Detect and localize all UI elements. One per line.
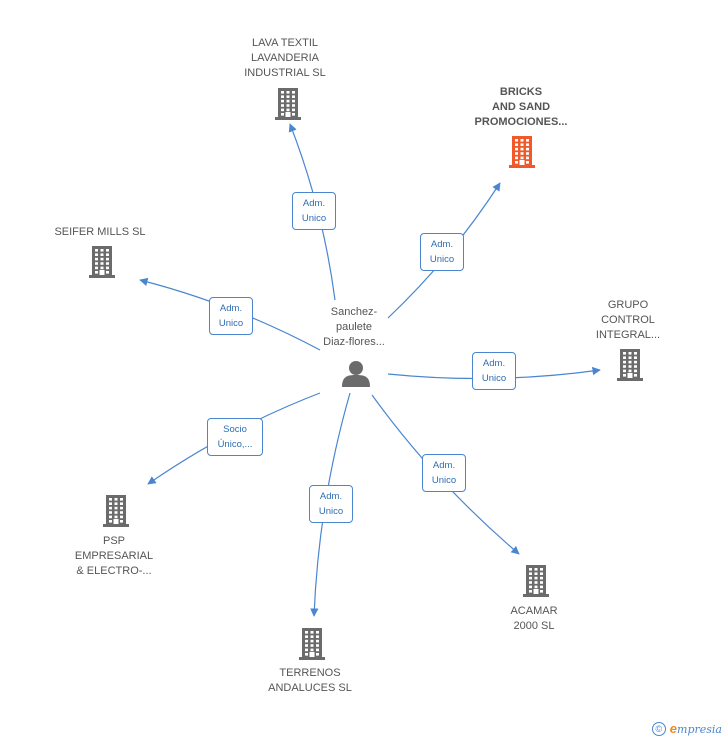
company-label-terrenos-line-1: TERRENOS — [279, 667, 341, 679]
person-icon[interactable] — [342, 361, 370, 387]
edge-label-seifer-line-1: Adm. — [219, 303, 243, 314]
edge-label-terrenos-line-2: Unico — [318, 506, 344, 517]
company-label-lava[interactable]: LAVA TEXTIL LAVANDERIA INDUSTRIAL SL — [244, 36, 326, 81]
edge-label-acamar-line-1: Adm. — [432, 460, 456, 471]
center-person-label-line-1: Sanchez- — [330, 306, 378, 318]
building-icon-seifer[interactable] — [89, 246, 115, 278]
company-label-acamar-line-2: 2000 SL — [513, 620, 555, 632]
edge-label-terrenos-line-1: Adm. — [319, 491, 343, 502]
edge-label-acamar[interactable]: Adm. Unico — [422, 454, 466, 492]
building-icon-psp[interactable] — [103, 495, 129, 527]
building-icon-acamar[interactable] — [523, 565, 549, 597]
company-label-acamar[interactable]: ACAMAR 2000 SL — [510, 604, 557, 634]
edge-label-terrenos[interactable]: Adm. Unico — [309, 485, 353, 523]
edge-label-lava[interactable]: Adm. Unico — [292, 192, 336, 230]
edge-label-grupo-line-1: Adm. — [482, 358, 506, 369]
icons-layer — [89, 88, 643, 660]
footer-brand[interactable]: © empresia — [651, 721, 722, 736]
company-label-terrenos-line-2: ANDALUCES SL — [268, 682, 352, 694]
company-label-psp[interactable]: PSP EMPRESARIAL & ELECTRO-... — [75, 534, 153, 579]
building-icon-grupo[interactable] — [617, 349, 643, 381]
company-label-grupo-line-3: INTEGRAL... — [595, 329, 661, 341]
company-label-lava-line-2: LAVANDERIA — [250, 52, 320, 64]
company-label-terrenos[interactable]: TERRENOS ANDALUCES SL — [268, 666, 352, 696]
company-label-psp-line-3: & ELECTRO-... — [76, 565, 152, 577]
edges-layer — [139, 123, 601, 617]
edge-label-bricks-line-1: Adm. — [430, 239, 454, 250]
edge-label-seifer-line-2: Unico — [218, 318, 244, 329]
edge-label-psp-line-2: Único,... — [217, 439, 253, 450]
edge-label-grupo-line-2: Unico — [481, 373, 507, 384]
building-icon-bricks[interactable] — [509, 136, 535, 168]
edge-label-bricks-line-2: Unico — [429, 254, 455, 265]
building-icon-lava[interactable] — [275, 88, 301, 120]
copyright-icon: © — [651, 721, 666, 736]
company-label-bricks-line-2: AND SAND — [491, 101, 551, 113]
edge-label-acamar-line-2: Unico — [431, 475, 457, 486]
edge-label-lava-line-1: Adm. — [302, 198, 326, 209]
company-label-seifer-line-1: SEIFER MILLS SL — [54, 226, 146, 238]
company-label-lava-line-1: LAVA TEXTIL — [251, 37, 319, 49]
company-label-bricks-line-1: BRICKS — [499, 86, 543, 98]
center-person-label-line-2: paulete — [335, 321, 373, 333]
brand-logo-e: e — [669, 721, 678, 736]
edge-label-psp-line-1: Socio — [223, 424, 247, 435]
company-label-bricks-line-3: PROMOCIONES... — [474, 116, 568, 128]
center-person-label-line-3: Diaz-flores... — [323, 336, 385, 348]
company-label-grupo[interactable]: GRUPO CONTROL INTEGRAL... — [596, 298, 660, 343]
company-label-grupo-line-1: GRUPO — [607, 299, 649, 311]
edge-label-grupo[interactable]: Adm. Unico — [472, 352, 516, 390]
edge-label-lava-line-2: Unico — [301, 213, 327, 224]
edge-label-seifer[interactable]: Adm. Unico — [209, 297, 253, 335]
company-label-grupo-line-2: CONTROL — [601, 314, 655, 326]
edge-label-bricks[interactable]: Adm. Unico — [420, 233, 464, 271]
brand-logo-text: mpresia — [677, 723, 722, 736]
company-label-acamar-line-1: ACAMAR — [510, 605, 558, 617]
company-label-bricks[interactable]: BRICKS AND SAND PROMOCIONES... — [475, 85, 568, 130]
building-icon-terrenos[interactable] — [299, 628, 325, 660]
company-label-psp-line-1: PSP — [102, 535, 125, 547]
company-label-lava-line-3: INDUSTRIAL SL — [244, 67, 326, 79]
company-label-seifer[interactable]: SEIFER MILLS SL — [54, 225, 145, 240]
company-label-psp-line-2: EMPRESARIAL — [74, 550, 154, 562]
